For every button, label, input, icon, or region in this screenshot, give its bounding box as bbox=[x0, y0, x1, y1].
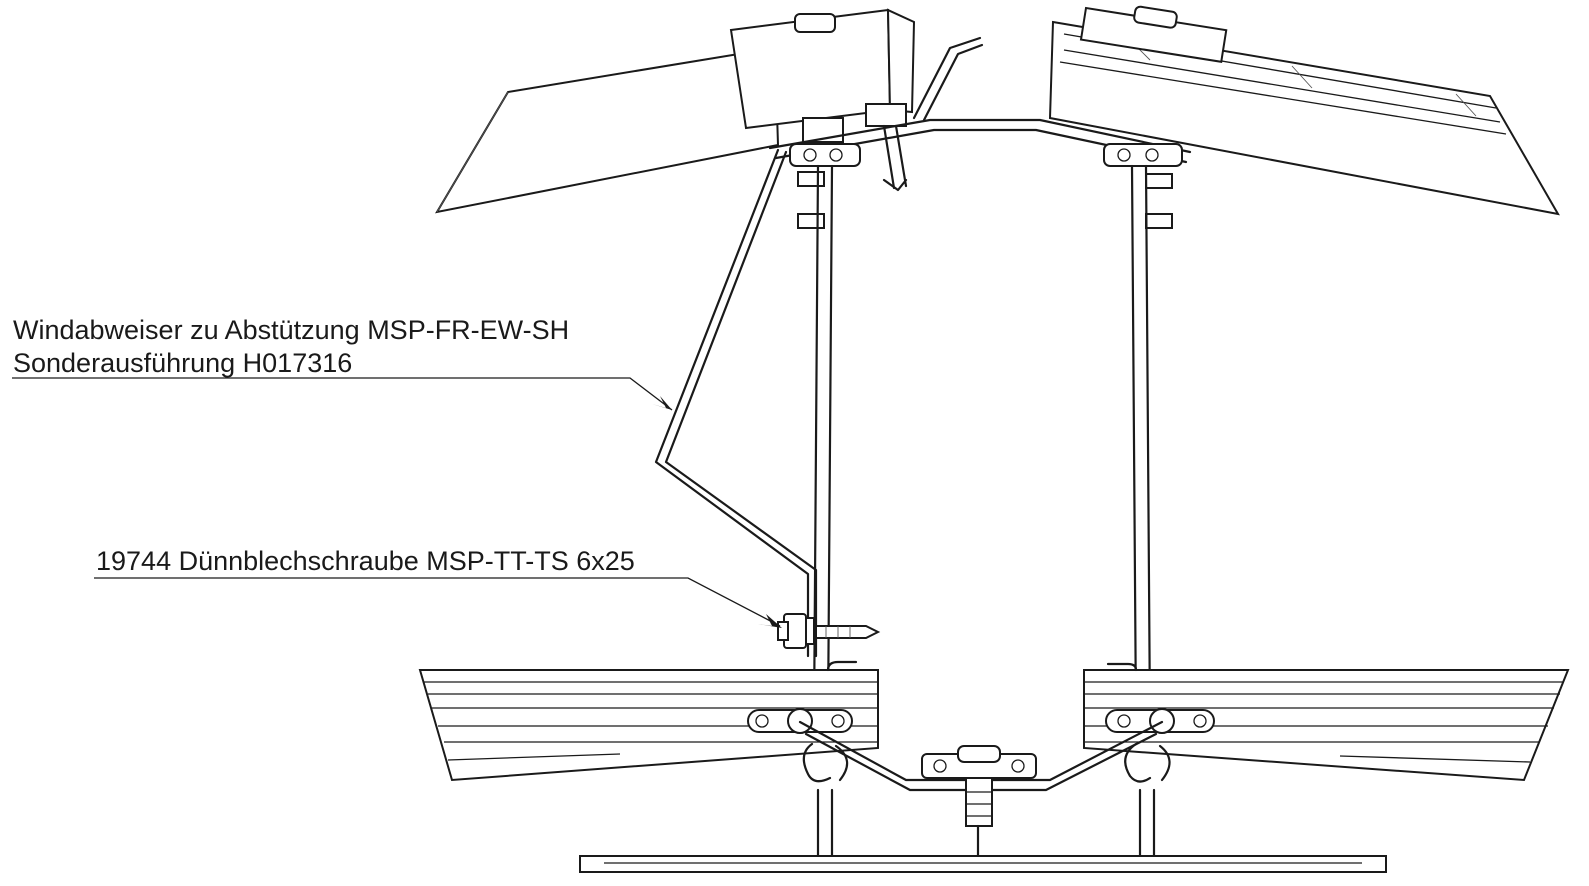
sheet-metal-screw bbox=[777, 613, 881, 649]
callout-screw-line-1: 19744 Dünnblechschraube MSP-TT-TS 6x25 bbox=[96, 546, 635, 576]
lower-right-rail bbox=[1083, 669, 1570, 782]
rail-top-hooks bbox=[826, 660, 1138, 672]
right-top-rail bbox=[1103, 143, 1183, 229]
lower-left-rail bbox=[418, 669, 879, 782]
top-hook-sheet bbox=[912, 36, 984, 122]
left-top-rail bbox=[789, 143, 861, 229]
base-plate bbox=[579, 855, 1387, 873]
wind-deflector-sheet bbox=[654, 148, 818, 658]
leader-line-1 bbox=[12, 377, 673, 411]
leader-line-2 bbox=[94, 577, 782, 628]
lower-post-clips bbox=[802, 742, 1171, 858]
right-vertical-post bbox=[1130, 164, 1152, 722]
callout-wind-deflector-line-1: Windabweiser zu Abstützung MSP-FR-EW-SH bbox=[13, 315, 570, 345]
center-clamp bbox=[921, 745, 1037, 858]
callout-wind-deflector-line-2: Sonderausführung H017316 bbox=[13, 348, 353, 378]
left-solar-panel bbox=[435, 46, 780, 214]
right-solar-panel bbox=[1048, 5, 1560, 216]
